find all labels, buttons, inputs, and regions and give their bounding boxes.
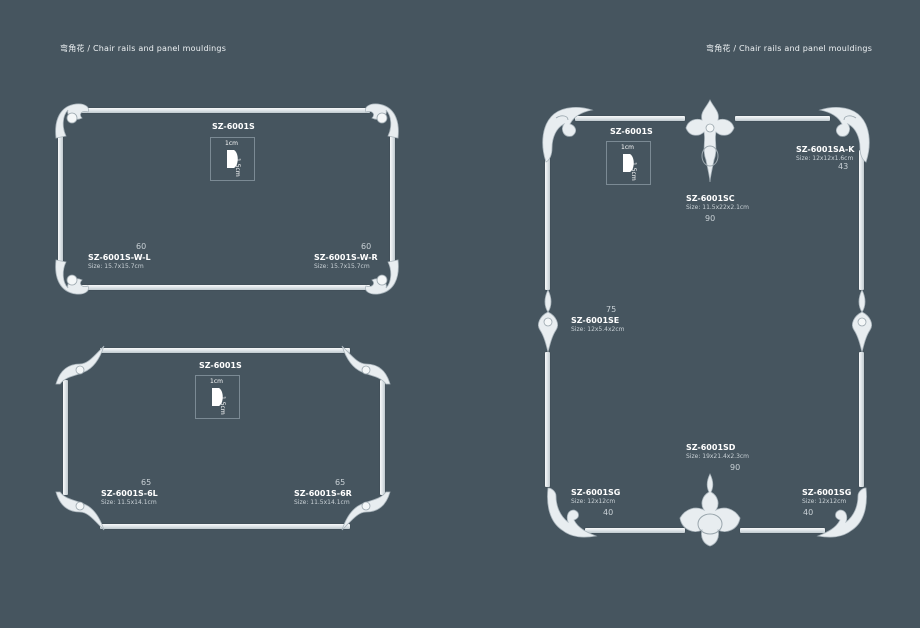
left-corner-size: Size: 11.5x14.1cm: [101, 499, 157, 506]
side-code: SZ-6001SE: [571, 316, 620, 325]
rail-left: [63, 380, 68, 495]
corner-ornament-icon: [55, 345, 105, 385]
center-top-size: Size: 11.5x22x2.1cm: [686, 204, 750, 211]
corner-ornament-icon: [55, 103, 89, 139]
center-bottom-size: Size: 19x21.4x2.3cm: [686, 453, 750, 460]
profile-section-icon: [227, 150, 238, 168]
side-number: 75: [606, 305, 617, 314]
right-corner-size: Size: 11.5x14.1cm: [294, 499, 350, 506]
corner-top-code: SZ-6001SA-K: [796, 145, 855, 154]
right-corner-code: SZ-6001S-W-R: [314, 253, 378, 262]
profile-code: SZ-6001S: [212, 122, 255, 131]
left-number: 65: [141, 478, 152, 487]
rail-left: [58, 130, 63, 265]
side-ornament-icon: [852, 289, 872, 353]
rail-bottom-left: [585, 528, 685, 533]
corner-ornament-icon: [365, 103, 399, 139]
left-corner-code: SZ-6001S-W-L: [88, 253, 151, 262]
right-page-title: 弯角花 / Chair rails and panel mouldings: [706, 44, 873, 53]
side-ornament-icon: [538, 289, 558, 353]
profile-code: SZ-6001S: [610, 127, 653, 136]
right-corner-code: SZ-6001S-6R: [294, 489, 352, 498]
corner-ornament-icon: [365, 259, 399, 295]
profile-width-label: 1cm: [621, 144, 634, 151]
corner-br-size: Size: 12x12cm: [802, 498, 847, 505]
profile-box: 1cm 1.5cm: [195, 375, 240, 419]
rail-bottom: [80, 285, 370, 290]
rail-right-lower: [859, 352, 864, 487]
rail-right: [390, 130, 395, 265]
right-corner-size: Size: 15.7x15.7cm: [314, 263, 370, 270]
corner-ornament-icon: [55, 491, 105, 531]
profile-section-icon: [623, 154, 634, 172]
rail-bottom: [100, 524, 350, 529]
profile-box: 1cm 1.5cm: [606, 141, 651, 185]
rail-top: [80, 108, 370, 113]
corner-br-code: SZ-6001SG: [802, 488, 852, 497]
rail-right-upper: [859, 150, 864, 290]
left-page-title: 弯角花 / Chair rails and panel mouldings: [60, 44, 227, 53]
center-ornament-icon: [679, 473, 741, 547]
corner-bl-code: SZ-6001SG: [571, 488, 621, 497]
profile-width-label: 1cm: [210, 378, 223, 385]
corner-ornament-icon: [547, 487, 598, 538]
rail-top-right: [735, 116, 830, 121]
center-ornament-icon: [685, 99, 735, 183]
rail-right: [380, 380, 385, 495]
corner-bl-number: 40: [603, 508, 614, 517]
corner-top-size: Size: 12x12x1.6cm: [796, 155, 854, 162]
corner-ornament-icon: [818, 106, 870, 163]
rail-left-lower: [545, 352, 550, 487]
profile-width-label: 1cm: [225, 140, 238, 147]
profile-section-icon: [212, 388, 223, 406]
side-size: Size: 12x5.4x2cm: [571, 326, 625, 333]
corner-ornament-icon: [816, 487, 867, 538]
profile-box: 1cm 1.5cm: [210, 137, 255, 181]
left-number: 60: [136, 242, 147, 251]
rail-top-left: [575, 116, 685, 121]
corner-ornament-icon: [341, 345, 391, 385]
left-corner-size: Size: 15.7x15.7cm: [88, 263, 144, 270]
corner-ornament-icon: [55, 259, 89, 295]
center-bottom-number: 90: [730, 463, 741, 472]
center-top-code: SZ-6001SC: [686, 194, 735, 203]
center-top-number: 90: [705, 214, 716, 223]
rail-top: [100, 348, 350, 353]
corner-ornament-icon: [542, 106, 594, 163]
right-number: 60: [361, 242, 372, 251]
center-bottom-code: SZ-6001SD: [686, 443, 736, 452]
rail-bottom-right: [740, 528, 825, 533]
left-corner-code: SZ-6001S-6L: [101, 489, 158, 498]
corner-br-number: 40: [803, 508, 814, 517]
right-number: 65: [335, 478, 346, 487]
profile-code: SZ-6001S: [199, 361, 242, 370]
corner-top-number: 43: [838, 162, 849, 171]
corner-ornament-icon: [341, 491, 391, 531]
corner-bl-size: Size: 12x12cm: [571, 498, 616, 505]
rail-left-upper: [545, 150, 550, 290]
